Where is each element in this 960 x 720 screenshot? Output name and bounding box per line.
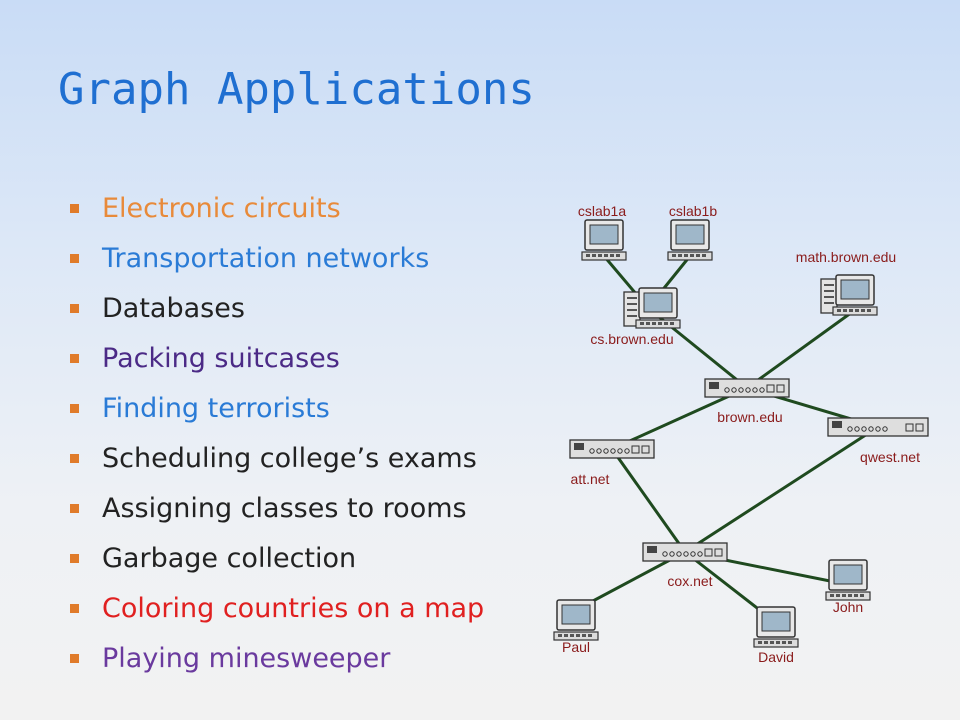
bullet-text: Assigning classes to rooms [102,493,467,524]
bullet-item: Finding terrorists [66,384,484,434]
router-icon [569,439,655,459]
router-icon [704,378,790,398]
bullet-text: Packing suitcases [102,343,340,374]
bullet-item: Playing minesweeper [66,634,484,684]
bullet-item: Databases [66,284,484,334]
computer-icon [667,219,713,261]
network-link [684,425,879,554]
bullet-item: Packing suitcases [66,334,484,384]
bullet-item: Electronic circuits [66,184,484,234]
bullet-marker [70,554,79,563]
computer-icon [753,606,799,648]
server-computer-icon [623,287,681,329]
node-label: brown.edu [717,409,782,425]
node-label: cslab1b [669,203,717,219]
node-label: qwest.net [860,449,920,465]
bullet-item: Coloring countries on a map [66,584,484,634]
bullet-text: Transportation networks [102,243,430,274]
node-label: John [833,599,863,615]
node-label: David [758,649,794,665]
bullet-list: Electronic circuits Transportation netwo… [66,184,484,684]
bullet-text: Coloring countries on a map [102,593,485,624]
computer-icon [581,219,627,261]
node-label: cs.brown.edu [590,331,673,347]
bullet-marker [70,204,79,213]
bullet-item: Scheduling college’s exams [66,434,484,484]
node-label: att.net [571,471,610,487]
computer-icon [825,559,871,601]
bullet-item: Transportation networks [66,234,484,284]
router-icon [827,417,929,437]
bullet-marker [70,454,79,463]
bullet-item: Assigning classes to rooms [66,484,484,534]
network-diagram: cslab1a cslab1b math.brown.edu cs.brown.edu… [553,203,929,665]
node-label: cslab1a [578,203,626,219]
node-label: cox.net [667,573,712,589]
bullet-text: Databases [102,293,245,324]
bullet-marker [70,354,79,363]
server-computer-icon [820,274,878,316]
bullet-marker [70,404,79,413]
bullet-marker [70,504,79,513]
network-link [684,550,771,620]
computer-icon [553,599,599,641]
bullet-text: Playing minesweeper [102,643,391,674]
bullet-marker [70,254,79,263]
bullet-text: Electronic circuits [102,193,341,224]
node-label: Paul [562,639,590,655]
bullet-text: Scheduling college’s exams [102,443,477,474]
slide-title: Graph Applications [58,64,535,115]
bullet-item: Garbage collection [66,534,484,584]
router-icon [642,542,728,562]
network-link [610,448,687,553]
network-link [611,386,748,451]
bullet-marker [70,654,79,663]
bullet-marker [70,304,79,313]
node-label: math.brown.edu [796,249,896,265]
bullet-text: Finding terrorists [102,393,330,424]
bullet-marker [70,604,79,613]
bullet-text: Garbage collection [102,543,357,574]
network-link [746,308,856,390]
